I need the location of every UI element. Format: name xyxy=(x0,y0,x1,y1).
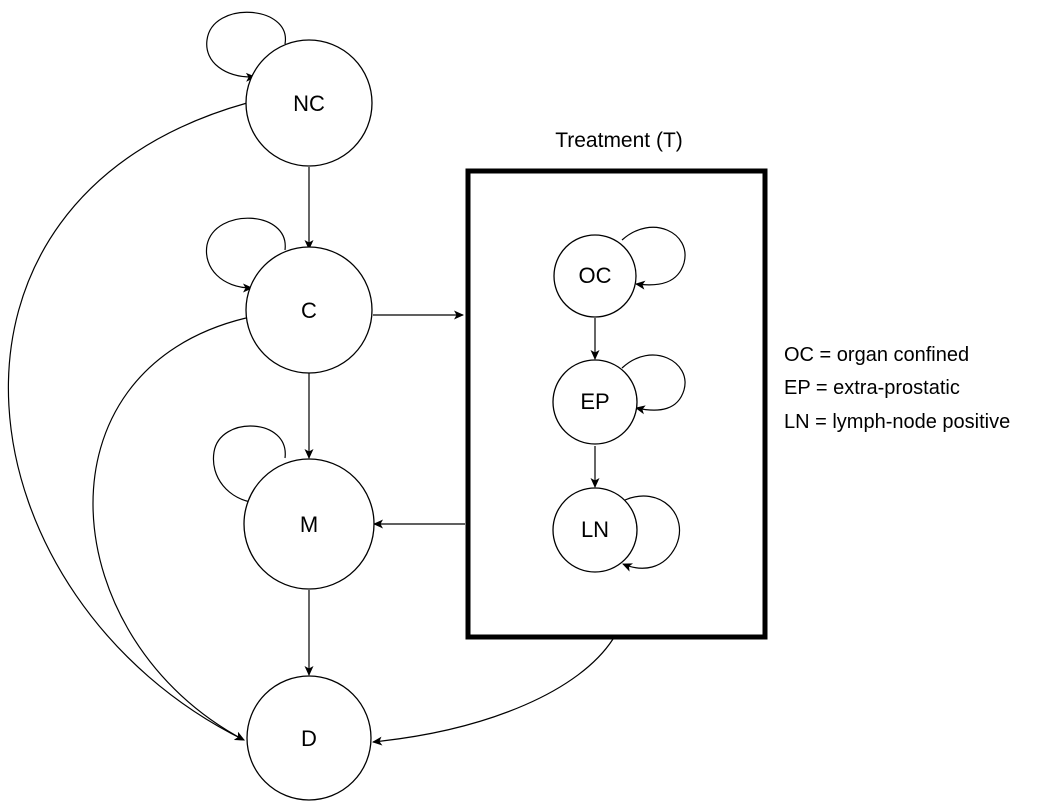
node-ep-label: EP xyxy=(580,389,609,414)
node-nc-label: NC xyxy=(293,91,325,116)
node-d: D xyxy=(246,675,372,801)
legend-item-ep: EP = extra-prostatic xyxy=(784,377,960,399)
node-m: M xyxy=(243,458,375,590)
treatment-box xyxy=(465,168,768,640)
node-m-label: M xyxy=(300,512,318,537)
self-loop-ln xyxy=(622,495,681,572)
legend-item-oc: OC = organ confined xyxy=(784,344,969,366)
node-ep: EP xyxy=(552,359,638,445)
self-loop-oc xyxy=(621,226,686,290)
node-ln-label: LN xyxy=(581,517,609,542)
node-d-label: D xyxy=(301,726,317,751)
node-c: C xyxy=(245,246,373,374)
legend-item-ln: LN = lymph-node positive xyxy=(784,411,1010,433)
node-nc: NC xyxy=(245,39,373,167)
edge-nc-to-d xyxy=(7,102,248,741)
treatment-title: Treatment (T) xyxy=(555,129,683,152)
node-ln: LN xyxy=(552,487,638,573)
self-loop-c xyxy=(205,217,286,293)
self-loop-m xyxy=(212,425,286,507)
edge-c-to-d xyxy=(92,317,247,741)
node-c-label: C xyxy=(301,298,317,323)
self-loop-ep xyxy=(621,354,686,415)
node-oc-label: OC xyxy=(579,263,612,288)
node-oc: OC xyxy=(553,234,637,318)
edge-treatment-to-d xyxy=(372,638,614,746)
legend: OC = organ confined EP = extra-prostatic… xyxy=(784,344,1010,433)
self-loop-nc xyxy=(206,11,286,82)
